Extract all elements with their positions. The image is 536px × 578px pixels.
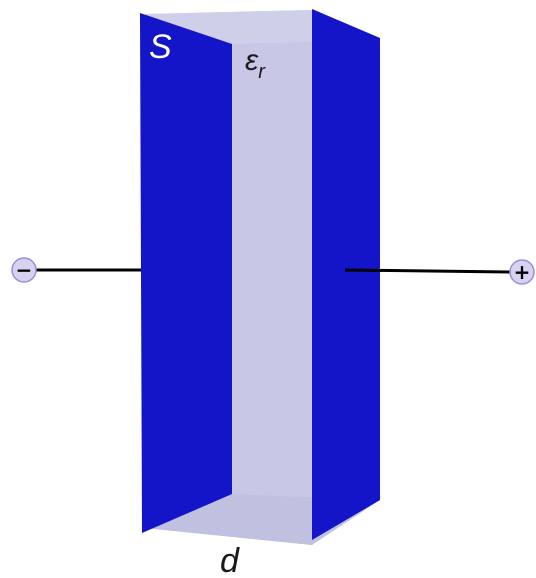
permittivity-subscript: r: [258, 61, 266, 83]
negative-terminal-sign: −: [16, 258, 33, 282]
permittivity-symbol: ε: [245, 44, 259, 77]
separation-label: d: [220, 542, 240, 578]
positive-terminal-sign: +: [514, 260, 531, 284]
negative-terminal: −: [11, 257, 37, 283]
positive-terminal: +: [509, 259, 535, 285]
permittivity-label: εr: [245, 44, 266, 83]
positive-plate: [312, 9, 380, 540]
negative-plate: [140, 13, 232, 533]
positive-lead-wire: [344, 268, 513, 274]
plate-area-label: S: [149, 28, 172, 66]
